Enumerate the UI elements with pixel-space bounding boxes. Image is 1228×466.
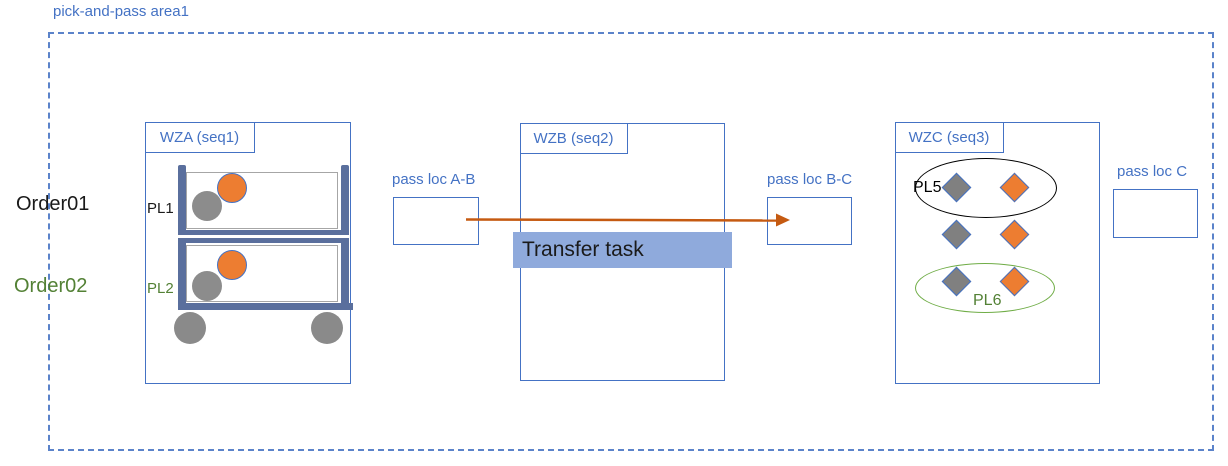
pass-loc-c-label: pass loc C [1117,163,1188,180]
gray-circle-item [192,271,222,301]
cart-wheel-right [311,312,343,344]
area-title: pick-and-pass area1 [53,3,189,20]
pl6-group-ellipse [915,263,1055,313]
pick-and-pass-area-boundary [48,32,1214,451]
pass-loc-ab-box [393,197,479,245]
orange-circle-item [217,250,247,280]
pass-loc-ab-label: pass loc A-B [392,171,476,188]
group-label-pl6: PL6 [973,292,1002,309]
group-label-pl5: PL5 [913,179,942,196]
transfer-task-banner: Transfer task [513,232,732,268]
cart-wheel-left [174,312,206,344]
shelf-label-pl2: PL2 [147,280,174,297]
pass-loc-c-box [1113,189,1198,238]
zone-wza-label: WZA (seq1) [144,121,255,153]
orange-circle-item [217,173,247,203]
pl5-group-ellipse [915,158,1057,218]
shelf-label-pl1: PL1 [147,200,174,217]
cart-middle-bar [178,230,349,243]
gray-circle-item [192,191,222,221]
zone-wzb-label: WZB (seq2) [519,122,628,154]
cart-bottom-bar [178,303,353,310]
pass-loc-bc-label: pass loc B-C [767,171,853,188]
zone-wzc-label: WZC (seq3) [894,121,1004,153]
pass-loc-bc-box [767,197,852,245]
order02-label: Order02 [14,275,88,297]
order01-label: Order01 [16,193,90,215]
